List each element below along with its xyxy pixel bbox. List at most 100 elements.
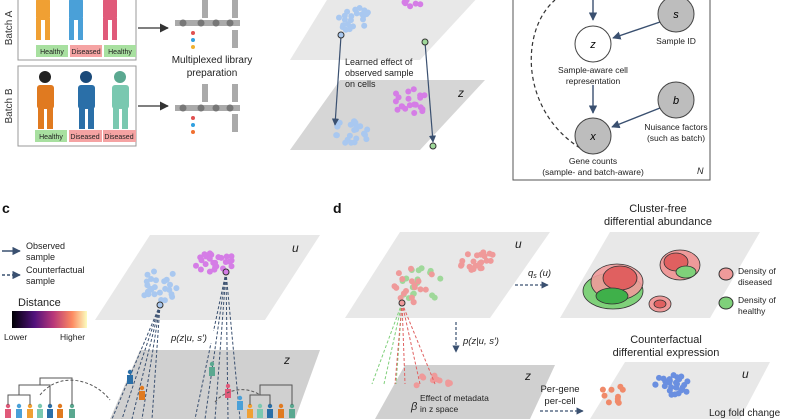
- cell-dot: [674, 381, 680, 387]
- plate: [512, 0, 711, 181]
- cell-dot: [360, 16, 366, 23]
- cell-dot: [158, 297, 165, 303]
- diseased-tag: [103, 130, 136, 142]
- person-icon: [47, 403, 53, 409]
- droplets: [179, 19, 234, 49]
- cell-dot: [361, 22, 368, 29]
- cell-cluster-red: [599, 383, 626, 406]
- graphical-model: s z b x Sample ID Sample-aware cell repr…: [512, 0, 711, 181]
- sampling-line: [131, 304, 161, 419]
- legend-healthy-swatch: [718, 296, 734, 310]
- cell-dot: [483, 257, 490, 264]
- cell-dot: [153, 277, 159, 284]
- dashed-curve: [39, 379, 111, 401]
- nuisance-label: (such as batch): [647, 133, 705, 143]
- gene-counts-label: Gene counts: [569, 156, 617, 166]
- cell-dot: [478, 259, 485, 266]
- person-icon: [27, 403, 33, 409]
- person-icon: [209, 367, 215, 376]
- legend-diseased-label: Density of: [738, 266, 776, 276]
- legend-diseased-label: diseased: [738, 277, 772, 287]
- cell-dot: [417, 104, 424, 111]
- cell-dot: [407, 3, 414, 10]
- library-prep-label: preparation: [187, 68, 238, 79]
- da-title: Cluster-free: [629, 203, 686, 215]
- effect-label: observed sample: [345, 68, 414, 78]
- cell-dot: [364, 126, 371, 133]
- beta-label: β: [410, 401, 418, 413]
- distance-title: Distance: [18, 297, 61, 309]
- z-plane: [110, 350, 320, 419]
- cell-dot: [436, 377, 443, 384]
- person-icon: [247, 403, 253, 409]
- repr-label: representation: [566, 76, 621, 86]
- cell-dot: [218, 254, 225, 261]
- cell-cluster-blue: [652, 372, 691, 398]
- cell-dot: [143, 278, 150, 285]
- panel-b: Learned effect of observed sample on cel…: [290, 0, 485, 150]
- cell-dot: [419, 373, 426, 380]
- cell-dot: [408, 278, 415, 285]
- cell-dot: [364, 9, 371, 16]
- cell-dot: [678, 373, 685, 380]
- cell-dot: [672, 391, 678, 398]
- distance-high-label: Higher: [60, 332, 85, 342]
- cell-dot: [412, 0, 419, 7]
- person-icon: [112, 71, 129, 129]
- batch-a-label: Batch A: [4, 10, 15, 45]
- cell-dot: [615, 399, 622, 406]
- person-icon: [289, 403, 295, 409]
- cell-dot: [474, 252, 480, 259]
- person-icon: [16, 403, 22, 409]
- cell-dot: [417, 94, 424, 101]
- cell-dot: [415, 267, 422, 274]
- cell-dot: [429, 292, 436, 299]
- cell-dot: [405, 88, 412, 95]
- person-icon: [47, 409, 53, 418]
- cell-dot: [156, 289, 163, 296]
- metadata-label: Effect of metadata: [420, 393, 489, 403]
- person-icon: [16, 409, 22, 418]
- panel-a: Batch A Batch B Healthy Diseased Healthy: [4, 0, 252, 147]
- cell-dot: [413, 382, 420, 389]
- cell-dot: [342, 139, 349, 146]
- cell-marker: [222, 268, 230, 276]
- cell-dot: [223, 253, 230, 260]
- effect-label: on cells: [345, 79, 376, 89]
- cell-dot: [408, 294, 415, 301]
- sampling-line: [111, 304, 161, 419]
- cell-dot: [678, 387, 685, 394]
- cell-dot: [431, 372, 438, 379]
- dashed-curve: [214, 389, 261, 403]
- person-icon: [69, 409, 75, 418]
- cell-cluster-blue: [336, 5, 371, 33]
- z-label: z: [524, 369, 531, 383]
- distance-colorbar: [12, 311, 87, 328]
- per-gene-label: Per-gene: [540, 384, 579, 395]
- u-label: u: [742, 367, 749, 381]
- panel-letter: c: [2, 200, 10, 216]
- cell-dot: [662, 378, 669, 385]
- cell-dot: [144, 271, 151, 278]
- cell-dot: [668, 384, 675, 391]
- sampling-line: [401, 302, 406, 385]
- cde-title: Counterfactual: [630, 334, 702, 346]
- person-icon: [27, 409, 33, 418]
- person-icon: [127, 369, 133, 375]
- sampling-line: [394, 302, 403, 385]
- tag-label: Diseased: [71, 49, 100, 56]
- per-gene-label: per-cell: [544, 396, 575, 407]
- cell-dot: [362, 131, 368, 138]
- person-icon: [5, 409, 11, 418]
- legend-healthy-label: Density of: [738, 295, 776, 305]
- prob-label: p(z|u, s′): [462, 336, 499, 347]
- sample-people: [5, 361, 295, 418]
- cell-dot: [601, 392, 608, 399]
- cell-dot: [394, 106, 401, 113]
- cell-dot: [477, 265, 484, 272]
- sampling-line: [383, 302, 403, 385]
- sampling-line: [194, 271, 227, 419]
- person-icon: [267, 403, 273, 409]
- cell-marker: [398, 299, 406, 307]
- cell-dot: [167, 281, 173, 288]
